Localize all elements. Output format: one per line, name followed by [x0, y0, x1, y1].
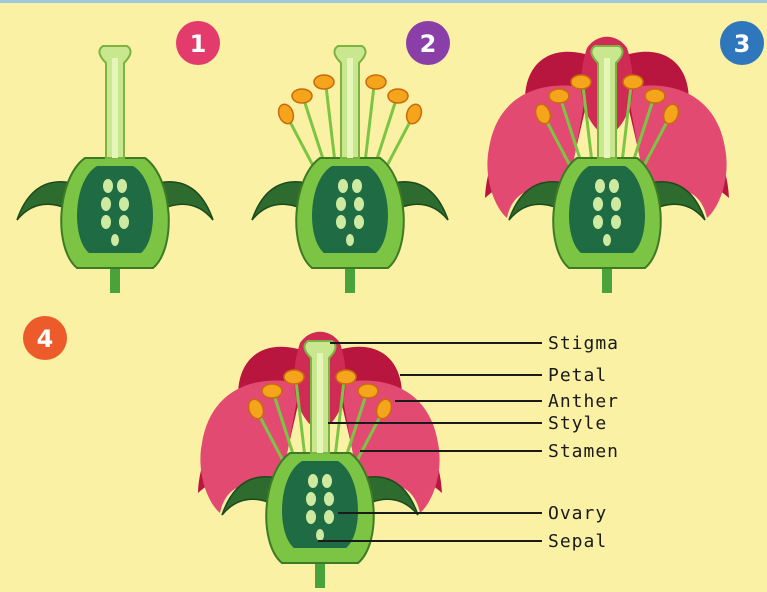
badge-1: 1: [176, 21, 220, 65]
flower-stage-1: [17, 46, 213, 293]
label-sepal: Sepal: [548, 531, 607, 552]
flower-stage-2: [252, 46, 448, 293]
badge-3-text: 3: [734, 30, 751, 58]
label-anther: Anther: [548, 391, 619, 412]
label-stamen: Stamen: [548, 441, 619, 462]
label-petal: Petal: [548, 365, 607, 386]
flower-stage-3: [485, 37, 729, 293]
badge-3: 3: [720, 21, 764, 65]
label-style: Style: [548, 413, 607, 434]
badge-2-text: 2: [420, 30, 437, 58]
label-ovary: Ovary: [548, 503, 607, 524]
flower-stage-4: [198, 332, 442, 588]
diagram-canvas: 1 2 3 4 Stigma Petal Anther Style Stamen…: [0, 3, 767, 592]
badge-2: 2: [406, 21, 450, 65]
badge-1-text: 1: [190, 30, 207, 58]
badge-4-text: 4: [37, 325, 54, 353]
label-stigma: Stigma: [548, 333, 619, 354]
badge-4: 4: [23, 316, 67, 360]
